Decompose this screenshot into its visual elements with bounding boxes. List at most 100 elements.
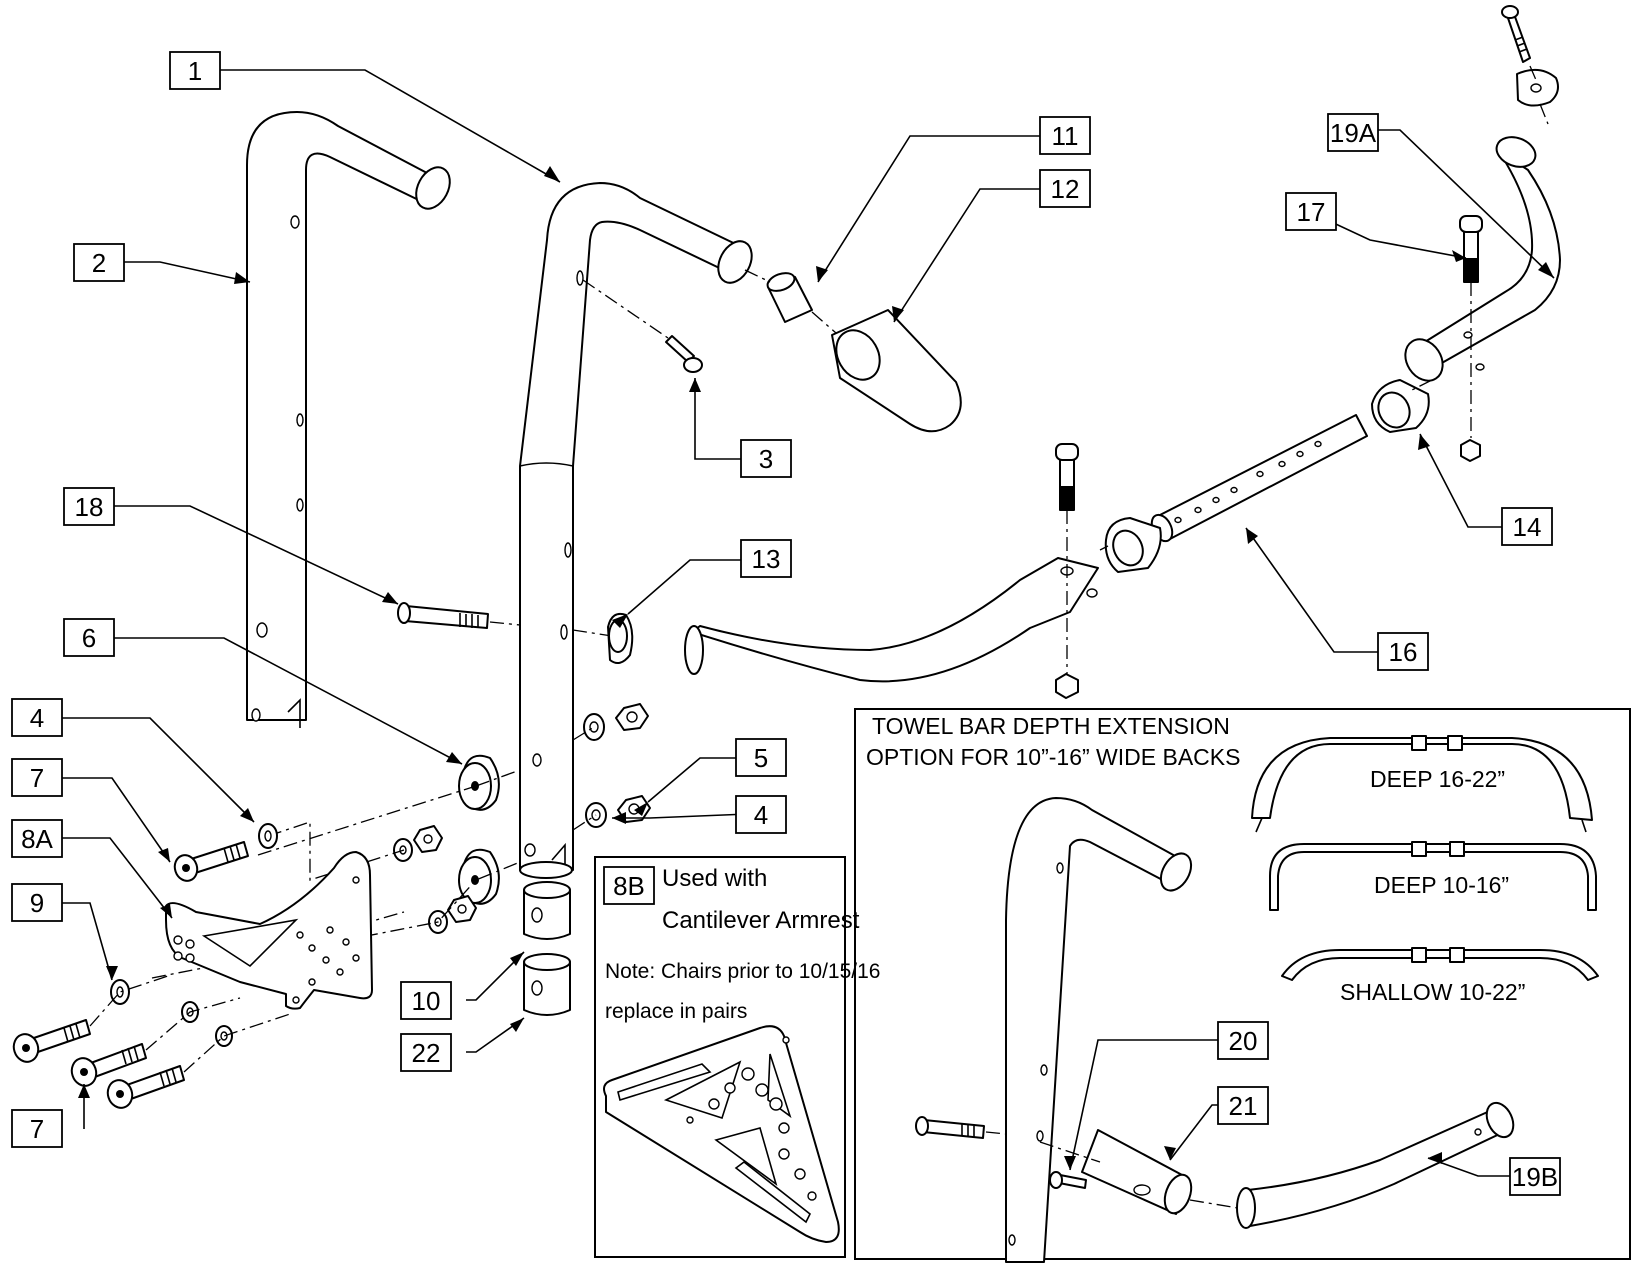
bolt-7-lower-b [70, 1043, 147, 1087]
callout-19b: 19B [1509, 1157, 1561, 1196]
callout-1: 1 [169, 51, 221, 90]
towel-bar-sleeve-16 [1150, 414, 1368, 543]
svg-text:13: 13 [752, 544, 781, 574]
bolt-18 [397, 602, 489, 629]
nut-17 [1460, 439, 1481, 462]
callout-7-upper: 7 [11, 758, 63, 797]
towel-panel-title-2: OPTION FOR 10”-16” WIDE BACKS [866, 744, 1240, 770]
callout-18: 18 [63, 487, 115, 526]
callout-13: 13 [740, 539, 792, 578]
cap-11 [766, 272, 813, 323]
axis-handle [744, 269, 837, 334]
inset-8b: 8B Used with Cantilever Armrest Note: Ch… [594, 856, 880, 1258]
screw-3 [665, 335, 703, 373]
washer-lower-b [181, 1001, 199, 1023]
svg-text:19A: 19A [1330, 118, 1377, 148]
nut-upper-right [615, 703, 649, 731]
callout-5: 5 [735, 738, 787, 777]
towel-bar-19a [1404, 136, 1561, 382]
clamp-left [1104, 517, 1162, 573]
screw-top-right [1501, 5, 1531, 63]
callout-14: 14 [1501, 507, 1553, 546]
spacer-10 [523, 881, 571, 940]
spacer-22 [523, 953, 571, 1016]
plate-8a [165, 851, 373, 1010]
towel-bar-panel: TOWEL BAR DEPTH EXTENSION OPTION FOR 10”… [854, 708, 1631, 1263]
callout-19a: 19A [1327, 113, 1379, 152]
screw-20 [1049, 1171, 1087, 1189]
nut-towel-left [1055, 673, 1079, 699]
svg-text:16: 16 [1389, 637, 1418, 667]
cap-top-right [1516, 68, 1559, 107]
svg-text:9: 9 [30, 888, 44, 918]
callout-4-right: 4 [735, 795, 787, 834]
svg-text:7: 7 [30, 763, 44, 793]
callout-12: 12 [1039, 169, 1091, 208]
panel-bolt [915, 1116, 985, 1139]
inset-8b-note-1: Note: Chairs prior to 10/15/16 [605, 960, 880, 983]
label-deep-10-16: DEEP 10-16” [1374, 872, 1509, 898]
callout-3: 3 [740, 439, 792, 478]
towel-bar-deep-10-16 [1269, 841, 1597, 911]
bolt-7-lower-c [106, 1065, 185, 1109]
inset-8b-title-2: Cantilever Armrest [662, 907, 860, 934]
back-cane-1 [519, 182, 753, 879]
extension-21 [1081, 1129, 1193, 1215]
towel-panel-title-1: TOWEL BAR DEPTH EXTENSION [872, 713, 1230, 739]
callout-6: 6 [63, 618, 115, 657]
svg-text:4: 4 [30, 703, 44, 733]
bolt-7-upper [173, 841, 249, 882]
svg-text:2: 2 [92, 248, 106, 278]
spacer-6-upper [458, 754, 500, 811]
svg-text:5: 5 [754, 743, 768, 773]
svg-text:11: 11 [1052, 121, 1079, 151]
callout-16: 16 [1377, 632, 1429, 671]
washer-upper-right [583, 713, 605, 741]
clamp-14 [1371, 379, 1430, 433]
callout-22: 22 [400, 1033, 452, 1072]
svg-text:6: 6 [82, 623, 96, 653]
towel-bar-left [684, 557, 1099, 683]
callout-8a: 8A [11, 819, 63, 858]
svg-text:21: 21 [1229, 1091, 1258, 1121]
washer-9 [110, 979, 130, 1005]
svg-text:3: 3 [759, 444, 773, 474]
label-shallow-10-22: SHALLOW 10-22” [1340, 979, 1525, 1005]
nut-plate-upper [413, 825, 443, 853]
washer-4-left [258, 823, 278, 849]
bolt-lower-a [12, 1019, 91, 1063]
bolt-towel-left [1055, 443, 1079, 511]
bolt-17 [1459, 215, 1483, 283]
svg-text:22: 22 [412, 1038, 441, 1068]
svg-text:19B: 19B [1512, 1162, 1558, 1192]
inset-8b-note-2: replace in pairs [605, 1000, 747, 1023]
spacer-6-lower [458, 848, 500, 905]
svg-text:18: 18 [75, 492, 104, 522]
svg-text:20: 20 [1229, 1026, 1258, 1056]
towel-bar-shallow-10-22 [1281, 947, 1599, 981]
callout-21: 21 [1217, 1086, 1269, 1125]
callout-20: 20 [1217, 1021, 1269, 1060]
callout-7-lower: 7 [11, 1109, 63, 1148]
washer-lower-c [215, 1025, 233, 1047]
callout-9: 9 [11, 883, 63, 922]
svg-text:17: 17 [1297, 197, 1326, 227]
handle-grip-12 [831, 309, 962, 433]
callout-4-left: 4 [11, 698, 63, 737]
plate-8b [603, 1025, 840, 1243]
svg-text:7: 7 [30, 1114, 44, 1144]
svg-text:4: 4 [754, 800, 768, 830]
svg-text:12: 12 [1051, 174, 1080, 204]
label-deep-16-22: DEEP 16-22” [1370, 766, 1505, 792]
arrowheads [78, 166, 1554, 1170]
towel-bar-deep-16-22 [1251, 735, 1593, 833]
nut-plate-lower [447, 895, 477, 923]
callout-2: 2 [73, 243, 125, 282]
inset-8b-label: 8B [613, 871, 645, 901]
svg-text:10: 10 [412, 986, 441, 1016]
towel-bar-19b [1236, 1101, 1515, 1229]
callout-17: 17 [1285, 192, 1337, 231]
leader-lines [60, 69, 1555, 1177]
svg-text:8A: 8A [21, 824, 53, 854]
